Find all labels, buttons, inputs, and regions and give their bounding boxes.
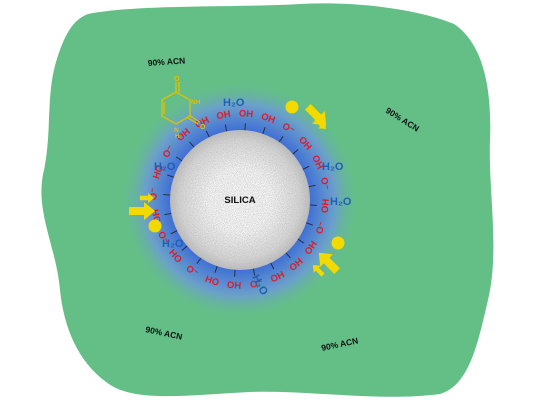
surface-bond (224, 124, 228, 132)
surface-group-label: O⁻ (318, 176, 331, 190)
surface-bond (308, 184, 316, 188)
atom-label: O (200, 124, 206, 131)
uracil-atom-labels: O NH N H O (174, 76, 206, 140)
surface-bond (214, 266, 218, 273)
yellow-arrow-icon (139, 193, 155, 203)
surface-group-label: HO (203, 274, 220, 289)
surface-group-label: O⁻ (314, 220, 328, 235)
yellow-arrow-icon (312, 264, 325, 277)
water-label: H₂O (162, 238, 184, 250)
acn-label: 90% ACN (147, 55, 185, 68)
surface-bond (292, 149, 299, 155)
surface-group-label: OH (227, 280, 242, 292)
yellow-circle-icon (148, 219, 162, 233)
yellow-circle-icon (285, 100, 299, 114)
atom-label: O (174, 76, 180, 83)
surface-bond (170, 230, 178, 235)
surface-bond (181, 245, 188, 251)
surface-bond (175, 156, 183, 162)
surface-bond (309, 204, 317, 206)
water-label: H₂O (330, 196, 352, 208)
surface-bond (234, 269, 236, 277)
surface-bond (163, 194, 171, 196)
yellow-arrow-icon (129, 202, 155, 220)
surface-bond (262, 127, 266, 134)
surface-bond (306, 222, 313, 226)
analyte-markers (129, 100, 345, 277)
surface-bond (297, 238, 305, 244)
atom-label: N (174, 127, 179, 134)
yellow-arrow-icon (314, 117, 327, 130)
surface-bond (196, 257, 202, 265)
surface-group-label: OH (320, 198, 332, 213)
surface-bond (164, 212, 172, 216)
atom-label: H (175, 134, 179, 140)
yellow-arrow-icon (318, 252, 341, 275)
surface-bond (252, 268, 256, 276)
surface-bond (244, 123, 246, 131)
atom-label: NH (191, 99, 201, 106)
surface-group-label: OH (216, 109, 232, 123)
surface-group-label: OH (259, 111, 276, 126)
yellow-circle-icon (331, 236, 345, 250)
surface-bond (302, 165, 310, 170)
surface-group-label: O⁻ (148, 187, 160, 200)
surface-group-label: O⁻ (249, 278, 263, 291)
surface-bond (285, 252, 291, 259)
surface-bond (278, 135, 284, 143)
uracil-structure-icon (161, 82, 201, 125)
surface-bond (205, 130, 210, 138)
surface-bond (189, 141, 195, 148)
water-label: H₂O (223, 97, 245, 109)
silica-label: SILICA (224, 195, 255, 206)
surface-group-label: HO (151, 163, 166, 180)
water-label: H₂O (154, 161, 176, 173)
surface-bond (270, 262, 275, 270)
surface-group-label: O⁻ (155, 230, 170, 246)
yellow-arrow-icon (304, 103, 327, 126)
surface-group-label: OH (239, 108, 254, 120)
water-label: H₂O (322, 161, 344, 173)
silica-texture (170, 130, 310, 270)
surface-bond (167, 174, 174, 178)
